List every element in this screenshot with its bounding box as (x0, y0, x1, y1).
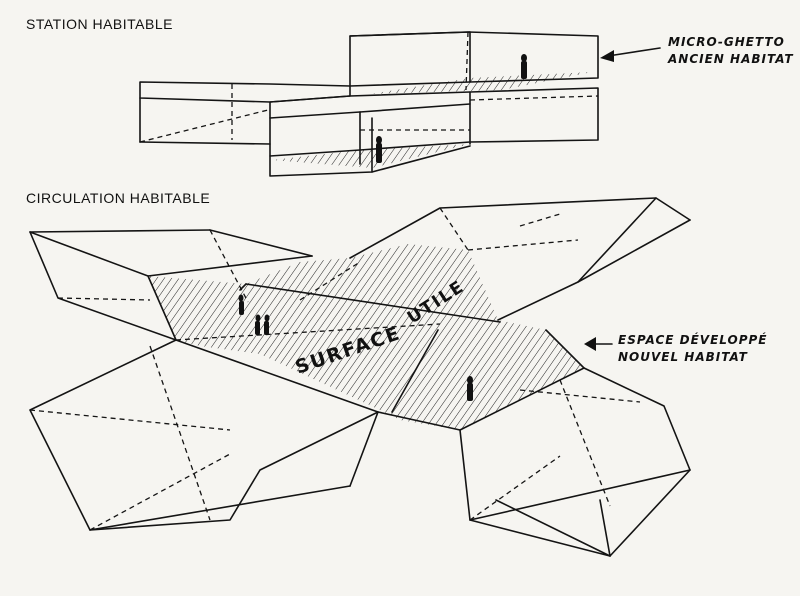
station-habitable-heading: STATION HABITABLE (26, 16, 173, 32)
hatched-floor-lower (272, 144, 470, 168)
person-figure-icon (376, 136, 382, 163)
circulation-habitable-heading: CIRCULATION HABITABLE (26, 190, 211, 206)
station-habitable-boxes (139, 31, 599, 177)
espace-line2: NOUVEL HABITAT (618, 350, 748, 364)
micro-ghetto-line2: ANCIEN HABITAT (668, 52, 794, 66)
person-figure-icon (521, 54, 527, 79)
micro-ghetto-annotation: MICRO-GHETTO ANCIEN HABITAT (668, 34, 794, 68)
hatched-floor-upper (370, 72, 592, 94)
circulation-habitable-surfaces (29, 197, 691, 557)
micro-ghetto-line1: MICRO-GHETTO (668, 35, 785, 49)
person-figure-icon (264, 314, 270, 335)
arrow-left-icon (584, 337, 613, 351)
person-figure-icon (238, 294, 244, 315)
hatched-surface-utile (148, 244, 584, 430)
espace-developpe-annotation: ESPACE DÉVELOPPÉ NOUVEL HABITAT (618, 332, 767, 366)
arrow-left-icon (600, 47, 661, 62)
person-figure-icon (255, 314, 261, 335)
person-figure-icon (467, 376, 473, 401)
espace-line1: ESPACE DÉVELOPPÉ (618, 333, 768, 347)
